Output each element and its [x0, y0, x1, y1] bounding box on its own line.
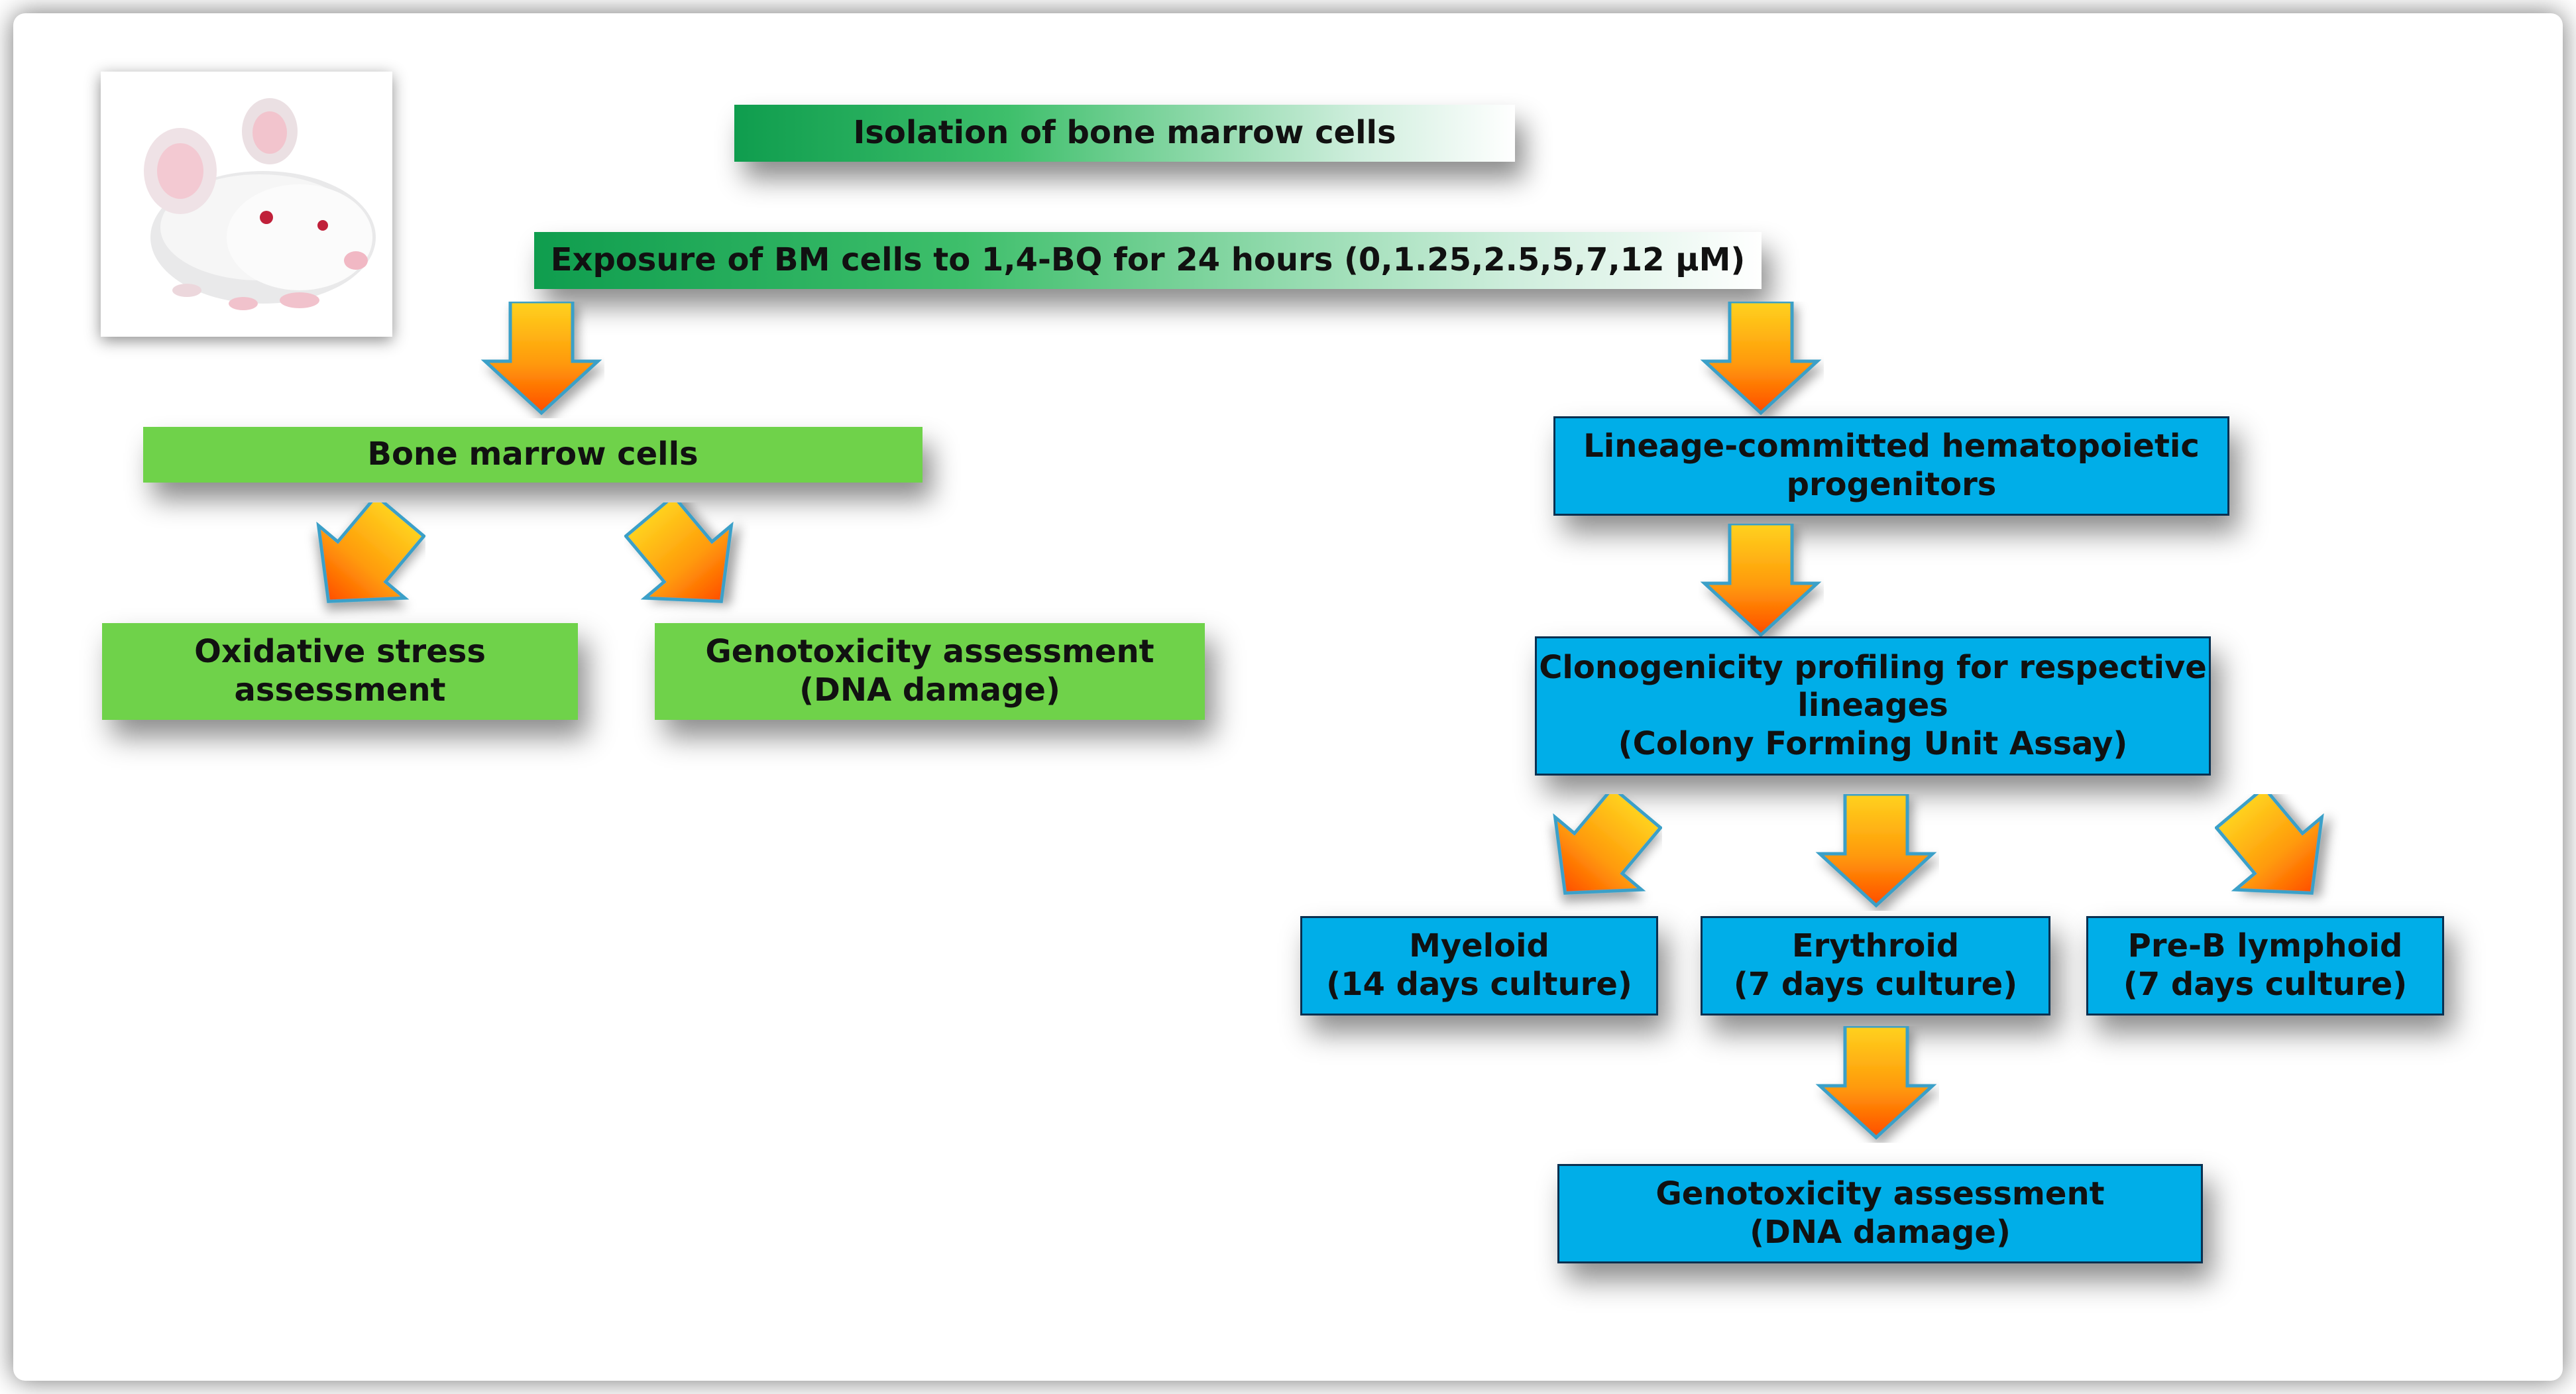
- oxidative-label-line2: assessment: [234, 671, 446, 709]
- erythroid-box: Erythroid (7 days culture): [1701, 916, 2050, 1016]
- isolation-box: Isolation of bone marrow cells: [734, 105, 1515, 162]
- genotoxicity-left-box: Genotoxicity assessment (DNA damage): [655, 623, 1205, 720]
- oxidative-stress-box: Oxidative stress assessment: [102, 623, 578, 720]
- preb-line2: (7 days culture): [2123, 966, 2408, 1003]
- lineage-line1: Lineage-committed hematopoietic: [1583, 428, 2200, 465]
- bone-marrow-label: Bone marrow cells: [367, 436, 699, 473]
- diagonal-arrow-icon: [624, 502, 734, 603]
- diagonal-arrow-icon: [1553, 794, 1662, 895]
- down-arrow-icon: [1700, 524, 1822, 638]
- bone-marrow-box: Bone marrow cells: [143, 427, 923, 483]
- genotox-right-line2: (DNA damage): [1750, 1214, 2011, 1251]
- diagonal-arrow-icon: [2215, 794, 2324, 895]
- exposure-label: Exposure of BM cells to 1,4-BQ for 24 ho…: [550, 241, 1746, 279]
- diagonal-arrow-icon: [316, 502, 425, 603]
- oxidative-label-line1: Oxidative stress: [194, 633, 486, 671]
- genotox-left-line2: (DNA damage): [799, 671, 1060, 709]
- clonogenicity-line3: (Colony Forming Unit Assay): [1618, 725, 2128, 762]
- preb-lymphoid-box: Pre-B lymphoid (7 days culture): [2086, 916, 2444, 1016]
- down-arrow-icon: [1815, 1026, 1937, 1140]
- down-arrow-icon: [1815, 794, 1937, 908]
- preb-line1: Pre-B lymphoid: [2127, 927, 2403, 965]
- myeloid-line2: (14 days culture): [1326, 966, 1632, 1003]
- down-arrow-icon: [480, 302, 602, 416]
- myeloid-line1: Myeloid: [1409, 927, 1549, 965]
- lineage-progenitors-box: Lineage-committed hematopoietic progenit…: [1553, 416, 2229, 516]
- lineage-line2: progenitors: [1786, 466, 1997, 503]
- genotoxicity-right-box: Genotoxicity assessment (DNA damage): [1557, 1164, 2203, 1263]
- genotox-left-line1: Genotoxicity assessment: [705, 633, 1154, 671]
- genotox-right-line1: Genotoxicity assessment: [1655, 1175, 2105, 1213]
- down-arrow-icon: [1700, 302, 1822, 416]
- mouse-photo: [101, 72, 392, 337]
- clonogenicity-line2: lineages: [1797, 687, 1948, 725]
- erythroid-line1: Erythroid: [1791, 927, 1960, 965]
- clonogenicity-line1: Clonogenicity profiling for respective: [1539, 648, 2207, 686]
- erythroid-line2: (7 days culture): [1733, 966, 2018, 1003]
- exposure-box: Exposure of BM cells to 1,4-BQ for 24 ho…: [534, 232, 1762, 289]
- clonogenicity-box: Clonogenicity profiling for respective l…: [1535, 636, 2211, 776]
- isolation-label: Isolation of bone marrow cells: [853, 114, 1396, 152]
- myeloid-box: Myeloid (14 days culture): [1300, 916, 1658, 1016]
